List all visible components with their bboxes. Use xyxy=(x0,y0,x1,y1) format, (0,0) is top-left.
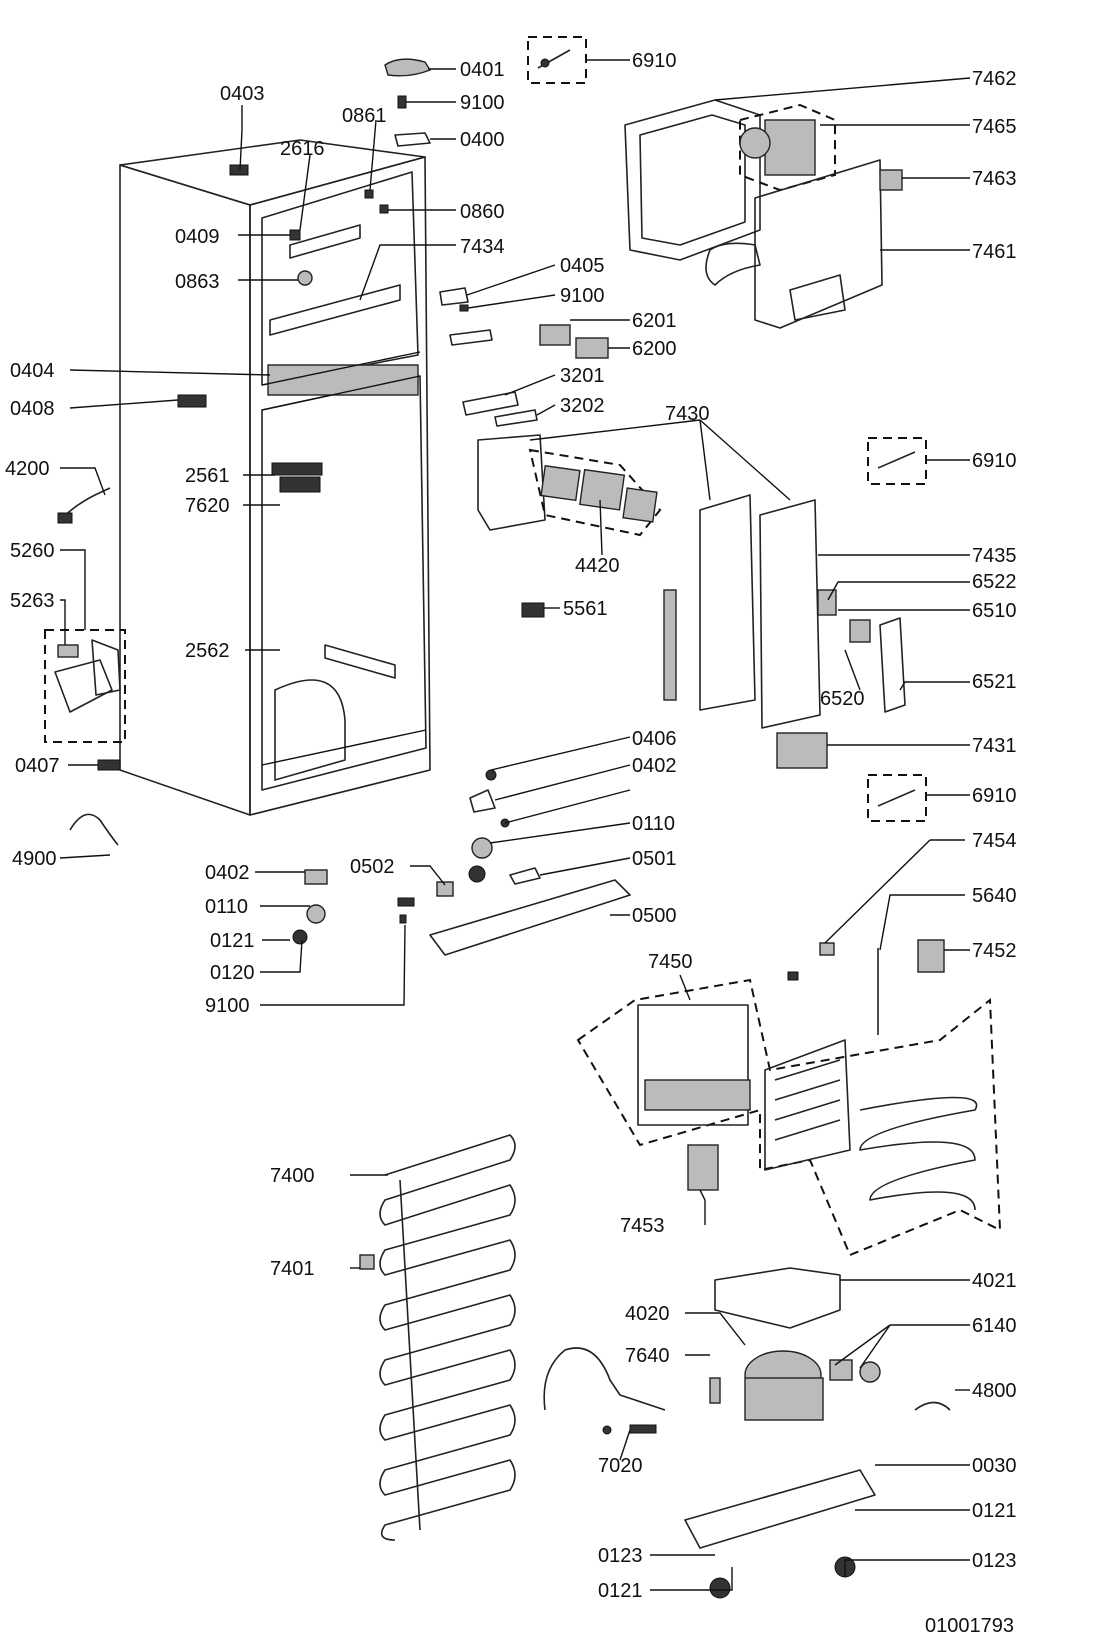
callout-label: 4021 xyxy=(972,1270,1017,1292)
callout-label: 0402 xyxy=(205,862,250,884)
callout-label: 0404 xyxy=(10,360,55,382)
callout-label: 0861 xyxy=(342,105,387,127)
callout-label: 7431 xyxy=(972,735,1017,757)
callout-label: 2616 xyxy=(280,138,325,160)
callout-label: 7452 xyxy=(972,940,1017,962)
callout-label: 9100 xyxy=(460,92,505,114)
callout-label: 0123 xyxy=(598,1545,643,1567)
callout-label: 0110 xyxy=(205,896,248,918)
callout-label: 0409 xyxy=(175,226,220,248)
callout-label: 6520 xyxy=(820,688,865,710)
callout-label: 0123 xyxy=(972,1550,1017,1572)
bottom-hinge-parts xyxy=(292,769,631,956)
callout-label: 0110 xyxy=(632,813,675,835)
callout-label: 3201 xyxy=(560,365,605,387)
callout-label: 7640 xyxy=(625,1345,670,1367)
callout-label: 6201 xyxy=(632,310,677,332)
callout-label: 4800 xyxy=(972,1380,1017,1402)
callout-label: 7430 xyxy=(665,403,710,425)
callout-label: 0402 xyxy=(632,755,677,777)
callout-label: 4900 xyxy=(12,848,57,870)
callout-label: 6910 xyxy=(972,785,1017,807)
callout-label: 7454 xyxy=(972,830,1017,852)
callout-label: 7450 xyxy=(648,951,693,973)
callout-label: 4020 xyxy=(625,1303,670,1325)
condenser-evaporator-zone xyxy=(576,939,1002,1257)
callout-label: 0030 xyxy=(972,1455,1017,1477)
callout-label: 7434 xyxy=(460,236,505,258)
callout-label: 7435 xyxy=(972,545,1017,567)
left-side-parts xyxy=(44,487,126,846)
callout-label: 6910 xyxy=(632,50,677,72)
callout-label: 6522 xyxy=(972,571,1017,593)
callout-label: 0121 xyxy=(972,1500,1017,1522)
callout-label: 7461 xyxy=(972,241,1017,263)
callout-label: 2562 xyxy=(185,640,230,662)
callout-label: 0121 xyxy=(210,930,255,952)
callout-label: 0121 xyxy=(598,1580,643,1602)
callout-label: 0407 xyxy=(15,755,60,777)
callout-label: 6521 xyxy=(972,671,1017,693)
callout-label: 0408 xyxy=(10,398,55,420)
callout-label: 6200 xyxy=(632,338,677,360)
evaporator-cover-assembly xyxy=(527,36,903,329)
callout-label: 7620 xyxy=(185,495,230,517)
callout-label: 0502 xyxy=(350,856,395,878)
callout-label: 0500 xyxy=(632,905,677,927)
top-hinge-parts xyxy=(177,58,609,427)
callout-label: 0403 xyxy=(220,83,265,105)
callout-label: 6910 xyxy=(972,450,1017,472)
callout-label: 5263 xyxy=(10,590,55,612)
callout-label: 0501 xyxy=(632,848,677,870)
callout-label: 7463 xyxy=(972,168,1017,190)
callout-label: 0401 xyxy=(460,59,505,81)
callout-label: 7465 xyxy=(972,116,1017,138)
callout-label: 5260 xyxy=(10,540,55,562)
callout-label: 2561 xyxy=(185,465,230,487)
air-duct-assembly xyxy=(477,434,927,822)
callout-label: 7462 xyxy=(972,68,1017,90)
callout-label: 7401 xyxy=(270,1258,315,1280)
callout-label: 9100 xyxy=(205,995,250,1017)
callout-label: 0405 xyxy=(560,255,605,277)
callout-label: 4200 xyxy=(5,458,50,480)
callout-labels: 0401 9100 0400 6910 7462 7465 7463 7461 … xyxy=(5,50,1017,1602)
callout-label: 5640 xyxy=(972,885,1017,907)
callout-label: 5561 xyxy=(563,598,608,620)
callout-label: 0400 xyxy=(460,129,505,151)
callout-label: 0406 xyxy=(632,728,677,750)
callout-label: 6140 xyxy=(972,1315,1017,1337)
callout-label: 3202 xyxy=(560,395,605,417)
callout-label: 6510 xyxy=(972,600,1017,622)
drawing-number: 01001793 xyxy=(925,1615,1014,1637)
callout-label: 7020 xyxy=(598,1455,643,1477)
callout-label: 9100 xyxy=(560,285,605,307)
cabinet xyxy=(119,139,431,816)
callout-label: 7453 xyxy=(620,1215,665,1237)
callout-label: 7400 xyxy=(270,1165,315,1187)
condenser-coil xyxy=(359,1134,516,1541)
callout-label: 4420 xyxy=(575,555,620,577)
callout-label: 0863 xyxy=(175,271,220,293)
callout-label: 0860 xyxy=(460,201,505,223)
leader-lines xyxy=(59,59,971,1591)
callout-label: 0120 xyxy=(210,962,255,984)
